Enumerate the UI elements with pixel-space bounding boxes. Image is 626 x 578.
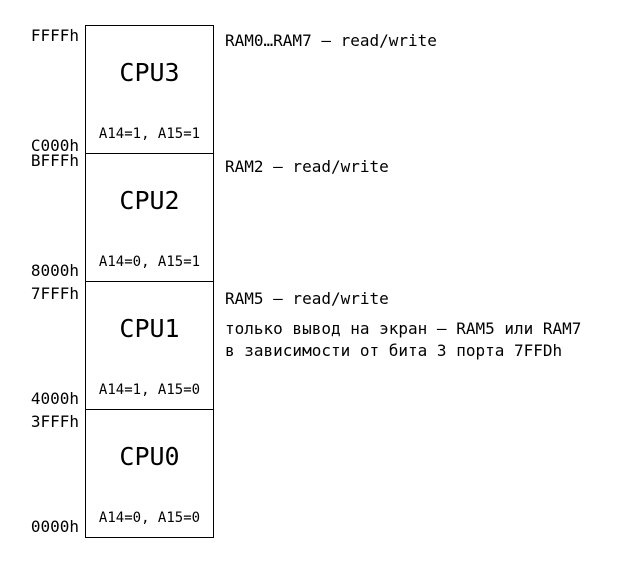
address-label-7fffh: 7FFFh [30,284,79,303]
annotation-screen-note-line2: в зависимости от бита 3 порта 7FFDh [225,341,563,360]
address-bits-label: A14=0, A15=0 [98,510,201,526]
address-label-4000h: 4000h [30,389,79,408]
section-cpu2: CPU2 A14=0, A15=1 [86,153,213,281]
address-label-bfffh: BFFFh [30,151,79,170]
annotation-ram5: RAM5 – read/write [225,289,389,308]
address-bits-label: A14=0, A15=1 [98,254,201,270]
section-cpu3: CPU3 A14=1, A15=1 [86,26,213,153]
address-bits-label: A14=1, A15=0 [98,382,201,398]
cpu-label: CPU0 [119,442,180,471]
cpu-label: CPU1 [119,314,180,343]
address-label-3fffh: 3FFFh [30,412,79,431]
annotation-ram0-ram7: RAM0…RAM7 – read/write [225,31,437,50]
address-label-0000h: 0000h [30,517,79,536]
section-cpu1: CPU1 A14=1, A15=0 [86,281,213,409]
annotation-ram2: RAM2 – read/write [225,157,389,176]
address-label-c000h: C000h [30,136,79,155]
address-label-8000h: 8000h [30,261,79,280]
address-bits-label: A14=1, A15=1 [98,126,201,142]
cpu-label: CPU2 [119,186,180,215]
memory-map-box: CPU3 A14=1, A15=1 CPU2 A14=0, A15=1 CPU1… [85,25,214,538]
cpu-label: CPU3 [119,58,180,87]
section-cpu0: CPU0 A14=0, A15=0 [86,409,213,537]
address-label-ffffh: FFFFh [30,26,79,45]
annotation-screen-note-line1: только вывод на экран – RAM5 или RAM7 [225,319,582,338]
